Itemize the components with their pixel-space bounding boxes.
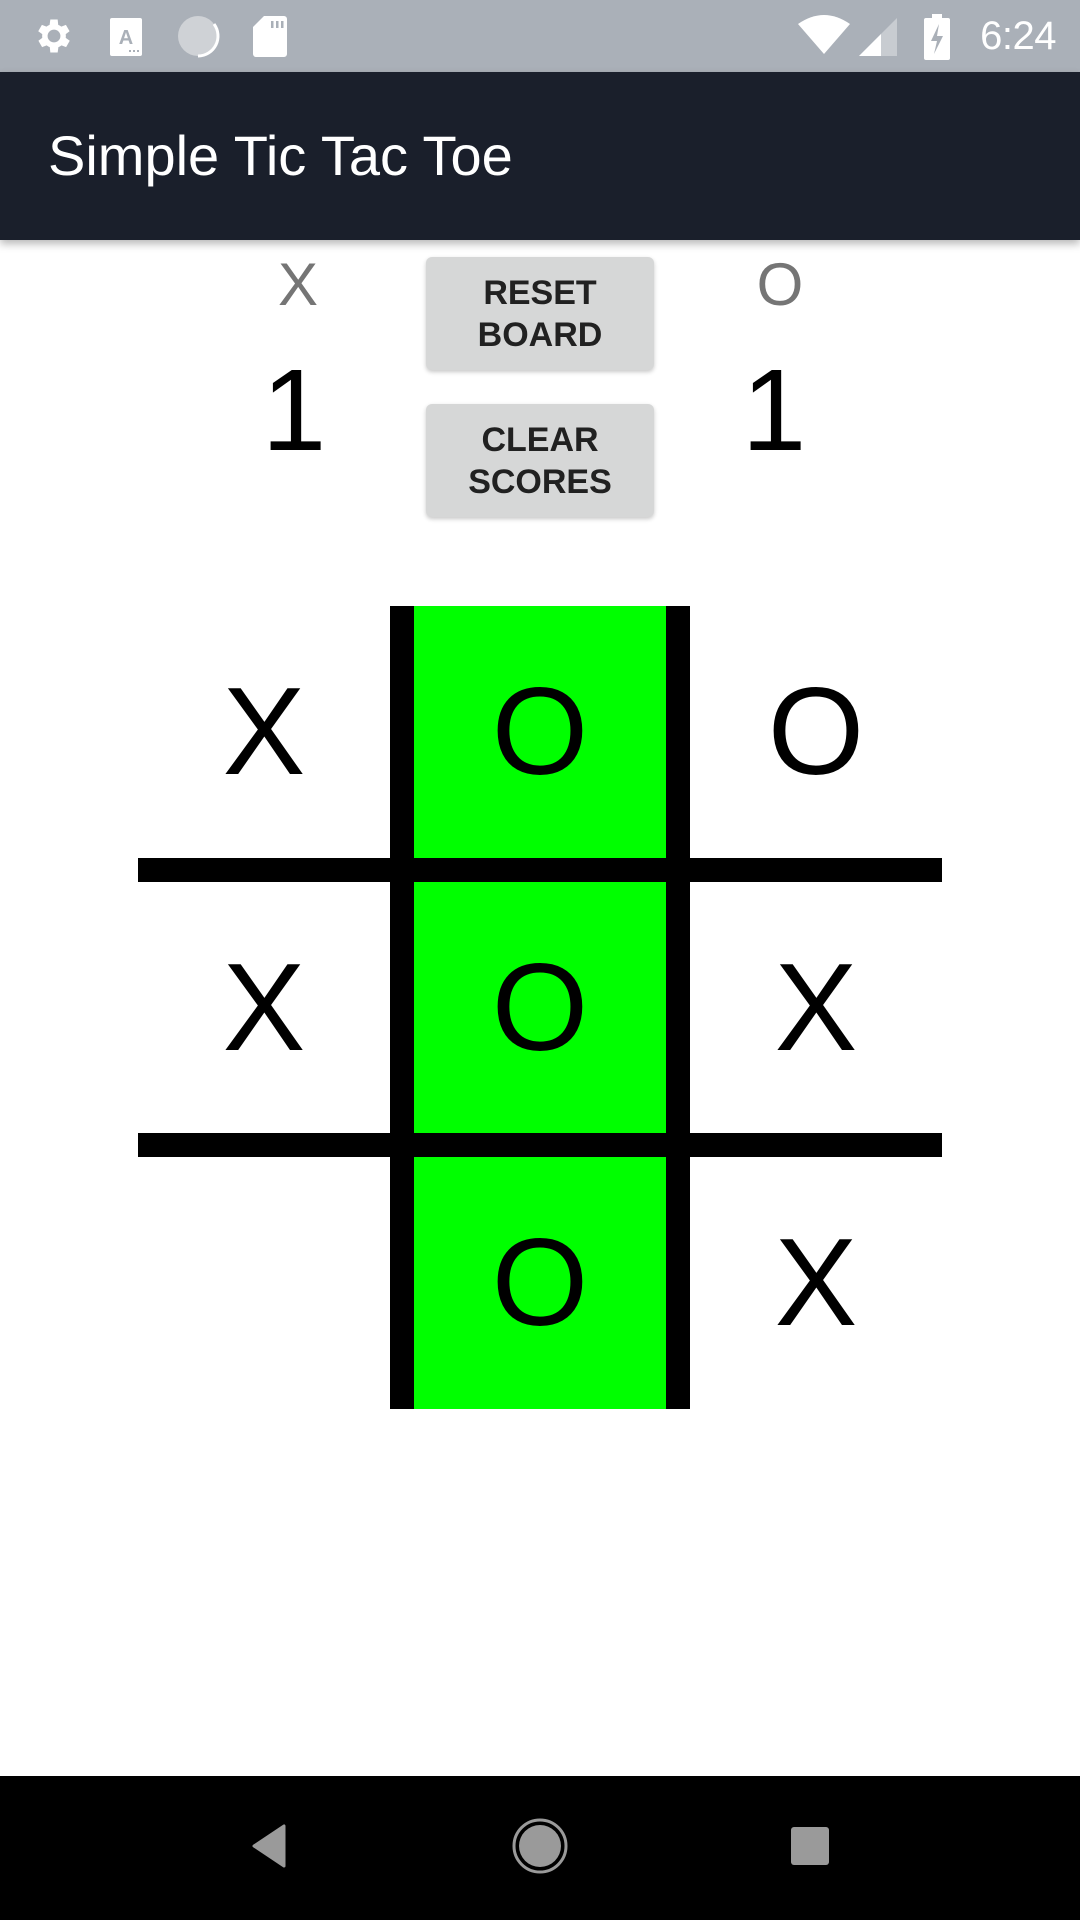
board-cell-0-0[interactable]: X bbox=[222, 663, 306, 801]
reset-board-label-line2: BOARD bbox=[477, 315, 603, 354]
cell-signal-icon bbox=[857, 14, 899, 58]
grid-line-vertical bbox=[390, 606, 414, 1409]
grid-line-horizontal bbox=[138, 1133, 942, 1157]
board-cell-0-2[interactable]: O bbox=[767, 663, 865, 801]
recents-icon bbox=[790, 1826, 830, 1871]
player-x-label: X bbox=[277, 251, 319, 318]
player-o-label: O bbox=[756, 251, 804, 318]
recents-button[interactable] bbox=[762, 1812, 858, 1884]
home-button[interactable] bbox=[492, 1812, 588, 1884]
home-icon bbox=[510, 1816, 570, 1881]
wifi-icon bbox=[797, 14, 851, 58]
back-icon bbox=[250, 1824, 290, 1873]
clear-scores-label-line1: CLEAR bbox=[481, 420, 599, 459]
action-bar: Simple Tic Tac Toe bbox=[0, 72, 1080, 240]
settings-gear-icon bbox=[32, 14, 76, 58]
keyboard-a-icon: A bbox=[110, 14, 142, 58]
board-cell-2-0[interactable] bbox=[138, 1157, 390, 1409]
board-cell-0-1[interactable]: O bbox=[414, 606, 666, 858]
player-x-score: 1 bbox=[261, 345, 327, 475]
clear-scores-button[interactable]: CLEAR SCORES bbox=[426, 404, 654, 517]
board-cell-1-1[interactable]: O bbox=[414, 882, 666, 1133]
reset-board-label-line1: RESET bbox=[483, 273, 597, 312]
navigation-bar bbox=[0, 1776, 1080, 1920]
board-cell-1-0[interactable]: X bbox=[222, 938, 306, 1077]
grid-line-horizontal bbox=[138, 858, 942, 882]
clear-scores-label-line2: SCORES bbox=[468, 462, 612, 501]
player-o-score: 1 bbox=[741, 345, 807, 475]
clock-time: 6:24 bbox=[980, 14, 1056, 58]
loading-circle-icon bbox=[176, 14, 220, 58]
board-cell-2-1[interactable]: O bbox=[414, 1157, 666, 1409]
board-cell-2-2[interactable]: X bbox=[774, 1214, 858, 1352]
back-button[interactable] bbox=[222, 1812, 318, 1884]
grid-line-vertical bbox=[666, 606, 690, 1409]
app-title: Simple Tic Tac Toe bbox=[48, 124, 513, 187]
board-cell-1-2[interactable]: X bbox=[774, 938, 858, 1077]
svg-text:A: A bbox=[119, 27, 133, 49]
reset-board-button[interactable]: RESET BOARD bbox=[426, 257, 654, 370]
game-board: X O O X O X O X bbox=[138, 606, 942, 1409]
sd-card-icon bbox=[252, 14, 288, 58]
battery-charging-icon bbox=[924, 14, 950, 60]
status-bar: A 6:24 bbox=[0, 0, 1080, 72]
